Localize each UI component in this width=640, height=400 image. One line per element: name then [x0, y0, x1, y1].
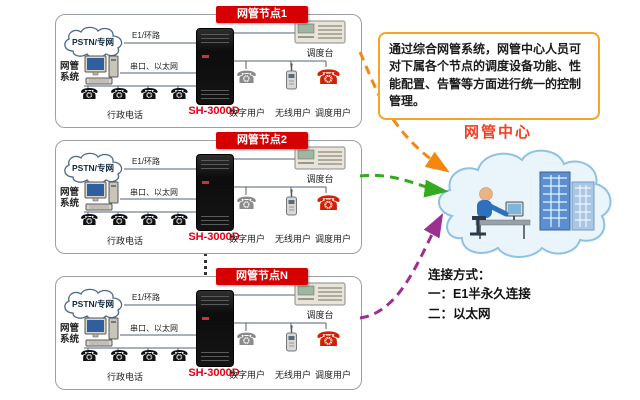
phone-icon: ☎	[80, 85, 99, 103]
phone-icon: ☎	[170, 211, 189, 229]
connection-line-1: 一：E1半永久连接	[428, 287, 531, 302]
user-label-dispatch: 调度用户	[314, 234, 351, 244]
node-title: 网管节点N	[216, 268, 308, 285]
device-model-label: SH-3000D	[188, 367, 240, 379]
admin-phone-label: 行政电话	[106, 236, 143, 246]
dispatch-phone-icon: ☎	[316, 327, 341, 351]
computer-icon	[84, 181, 120, 211]
user-label-digital: 数字用户	[228, 370, 265, 380]
node-title: 网管节点2	[216, 132, 308, 149]
admin-phone-label: 行政电话	[106, 110, 143, 120]
dispatch-console-icon	[294, 282, 346, 306]
server-tower-icon	[196, 28, 234, 105]
phone-icon: ☎	[80, 347, 99, 365]
console-label: 调度台	[306, 174, 334, 184]
e1-link-label: E1/环路	[132, 31, 161, 40]
user-label-digital: 数字用户	[228, 234, 265, 244]
digital-phone-icon: ☎	[236, 68, 258, 88]
user-label-wireless: 无线用户	[274, 370, 311, 380]
phone-icon: ☎	[140, 347, 159, 365]
computer-icon	[84, 55, 120, 85]
node-group-n: 网管节点N PSTN/专网 E1/环路 网管系统 串口、以太网 SH-3000D…	[55, 268, 362, 390]
serial-ethernet-label: 串口、以太网	[130, 324, 178, 333]
wireless-device-icon	[284, 63, 299, 91]
pstn-cloud-icon: PSTN/专网	[60, 287, 126, 321]
pstn-label: PSTN/专网	[71, 299, 115, 309]
phone-icon: ☎	[110, 211, 129, 229]
e1-link-label: E1/环路	[132, 157, 161, 166]
connection-info: 连接方式： 一：E1半永久连接 二：以太网	[428, 266, 531, 324]
connection-title: 连接方式：	[428, 268, 491, 282]
digital-phone-icon: ☎	[236, 330, 258, 350]
server-tower-icon	[196, 290, 234, 367]
node-title: 网管节点1	[216, 6, 308, 23]
e1-link-label: E1/环路	[132, 293, 161, 302]
node-group-2: 网管节点2 PSTN/专网 E1/环路 网管系统 串口、以太网 SH-3000D…	[55, 132, 362, 254]
user-label-wireless: 无线用户	[274, 234, 311, 244]
user-label-dispatch: 调度用户	[314, 370, 351, 380]
server-tower-icon	[196, 154, 234, 231]
center-title: 网管中心	[464, 124, 533, 141]
user-label-dispatch: 调度用户	[314, 108, 351, 118]
wireless-device-icon	[284, 189, 299, 217]
serial-ethernet-label: 串口、以太网	[130, 62, 178, 71]
person-at-computer-icon	[470, 187, 531, 239]
wireless-device-icon	[284, 325, 299, 353]
nms-label: 网管系统	[60, 323, 80, 346]
admin-phone-label: 行政电话	[106, 372, 143, 382]
user-label-wireless: 无线用户	[274, 108, 311, 118]
dispatch-phone-icon: ☎	[316, 65, 341, 89]
dispatch-phone-icon: ☎	[316, 191, 341, 215]
phone-icon: ☎	[140, 211, 159, 229]
phone-icon: ☎	[110, 85, 129, 103]
pstn-label: PSTN/专网	[71, 163, 115, 173]
phone-icon: ☎	[170, 85, 189, 103]
node-group-1: 网管节点1 PSTN/专网 E1/环路 网管系统 串口、以太网 SH-3000D…	[55, 6, 362, 128]
ellipsis-dots	[204, 253, 207, 275]
device-model-label: SH-3000D	[188, 105, 240, 117]
console-label: 调度台	[306, 48, 334, 58]
phone-icon: ☎	[80, 211, 99, 229]
description-box: 通过综合网管系统，网管中心人员可对下属各个节点的调度设备功能、性能配置、告警等方…	[378, 32, 600, 120]
buildings-icon	[539, 171, 595, 231]
user-label-digital: 数字用户	[228, 108, 265, 118]
pstn-label: PSTN/专网	[71, 37, 115, 47]
computer-icon	[84, 317, 120, 347]
phone-icon: ☎	[110, 347, 129, 365]
pstn-cloud-icon: PSTN/专网	[60, 151, 126, 185]
dispatch-console-icon	[294, 20, 346, 44]
dispatch-console-icon	[294, 146, 346, 170]
digital-phone-icon: ☎	[236, 194, 258, 214]
nms-label: 网管系统	[60, 61, 80, 84]
phone-icon: ☎	[140, 85, 159, 103]
serial-ethernet-label: 串口、以太网	[130, 188, 178, 197]
nms-label: 网管系统	[60, 187, 80, 210]
device-model-label: SH-3000D	[188, 231, 240, 243]
pstn-cloud-icon: PSTN/专网	[60, 25, 126, 59]
nmc-cloud	[424, 138, 616, 262]
connection-line-2: 二：以太网	[428, 306, 491, 321]
phone-icon: ☎	[170, 347, 189, 365]
console-label: 调度台	[306, 310, 334, 320]
